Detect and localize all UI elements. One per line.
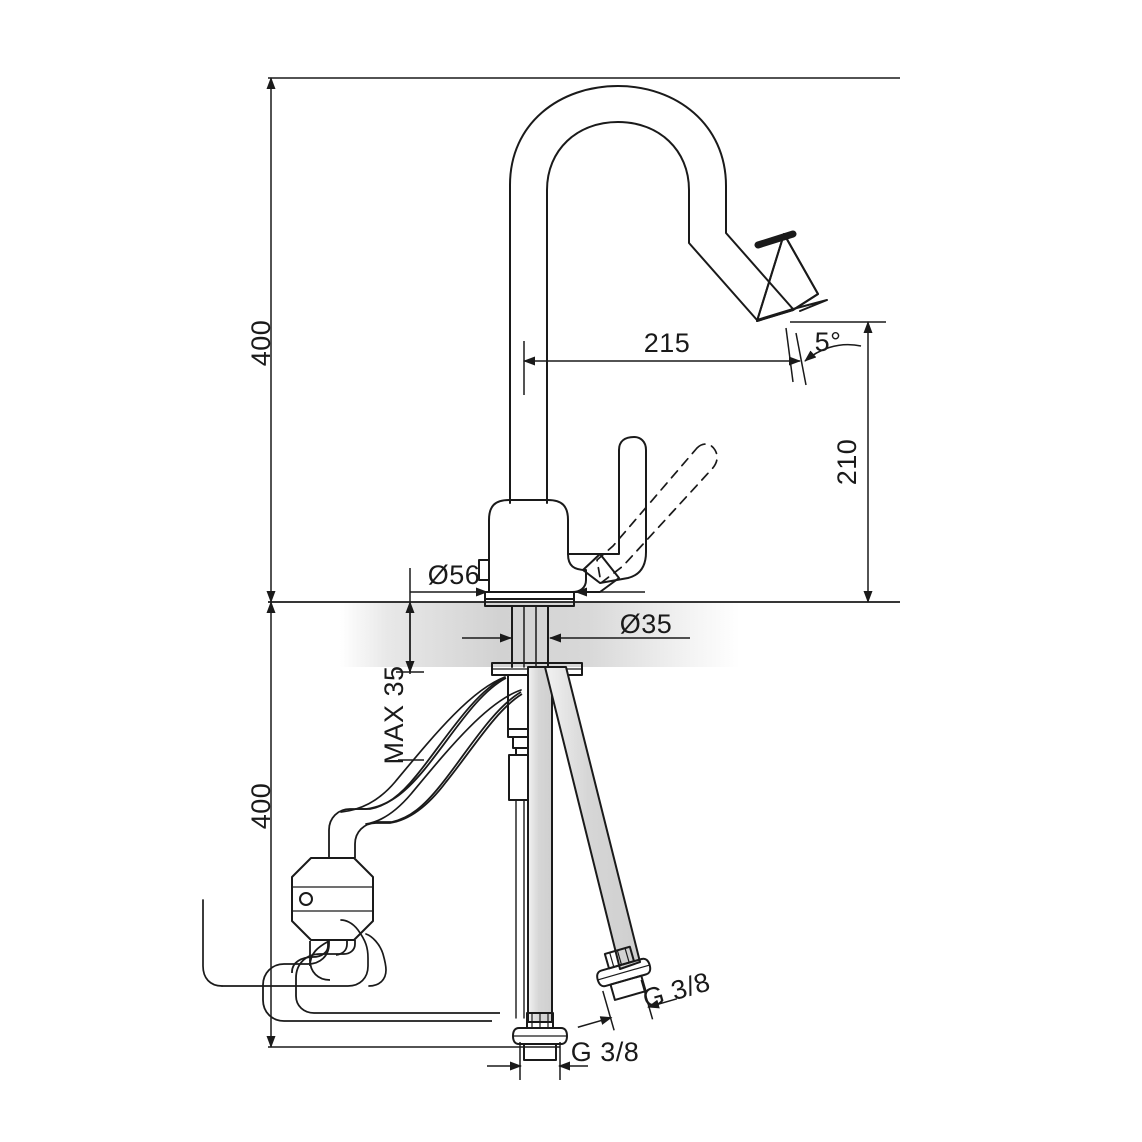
dimline-g38-ang-right (647, 998, 678, 1009)
pull-down-hose-inner-2 (365, 933, 387, 987)
supply-hose-vertical (527, 666, 553, 1023)
ext-g38-ang-b (640, 979, 654, 1020)
dim-g38-vertical-label: G 3/8 (571, 1037, 640, 1067)
lever-handle (582, 436, 647, 584)
hose-counterweight (291, 857, 374, 941)
ext-215-right (795, 332, 807, 386)
dimension-labels: 400 400 215 210 5° Ø56 Ø35 MAX 35 G 3/8 … (246, 320, 862, 1067)
dim-d35-label: Ø35 (620, 609, 673, 639)
dim-210-label: 210 (832, 439, 862, 486)
dim-g38-angled-label: G 3/8 (639, 966, 713, 1014)
countertop-section (268, 601, 900, 667)
pull-down-hose-inner (365, 689, 522, 825)
ext-g38-ang-a (602, 990, 615, 1031)
angle-arc-5deg (804, 343, 862, 362)
spray-head-collar-line (754, 230, 797, 249)
pull-down-hose-lower-loop (309, 940, 331, 981)
pull-down-hose-outer-2 (221, 919, 369, 987)
dim-400-bottom-label: 400 (246, 783, 276, 830)
g38-connector-vertical (512, 1012, 568, 1061)
gooseneck-spout-inner (546, 121, 758, 504)
dim-angle-5-label: 5° (815, 327, 842, 357)
supply-hose-angled (544, 666, 641, 970)
dim-d56-label: Ø56 (428, 560, 481, 590)
mixer-body-outline (488, 499, 587, 593)
pull-down-hose-outer (340, 676, 506, 813)
lever-handle-open-position (582, 443, 718, 584)
ext-5deg-vert (785, 327, 794, 383)
dimension-lines (266, 77, 900, 1080)
mixer-body-lower-skirt (478, 559, 490, 581)
mounting-washer (491, 662, 583, 676)
faucet-outline (202, 85, 828, 1061)
dim-max35-label: MAX 35 (379, 665, 409, 764)
dim-215-label: 215 (644, 328, 691, 358)
mounting-shank (511, 605, 549, 668)
spray-head-taper (756, 233, 819, 322)
gooseneck-spout-outer (509, 85, 794, 504)
g38-connector-angled (596, 945, 652, 1001)
dim-400-top-label: 400 (246, 320, 276, 367)
dimline-g38-ang-left (577, 1016, 613, 1028)
